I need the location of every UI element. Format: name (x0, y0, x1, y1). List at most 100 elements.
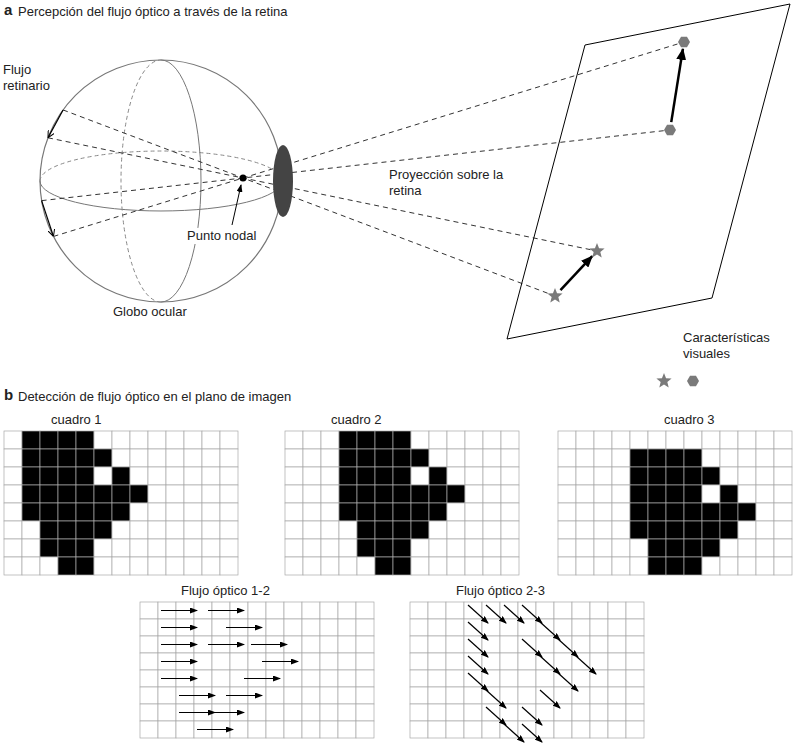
pixel-cell (176, 721, 194, 738)
pixel-cell (501, 431, 519, 449)
pixel-cell (756, 539, 774, 557)
pixel-cell (684, 431, 702, 449)
pixel-cell (338, 602, 356, 619)
flow-vector (558, 639, 578, 657)
pixel-cell (429, 449, 447, 467)
pixel-cell (630, 467, 648, 485)
pixel-cell (94, 557, 112, 575)
pixel-cell (501, 539, 519, 557)
pixel-cell (410, 602, 428, 619)
pixel-cell (429, 557, 447, 575)
pixel-cell (464, 653, 482, 670)
pixel-cell (285, 431, 303, 449)
pixel-cell (626, 704, 644, 721)
pixel-cell (465, 449, 483, 467)
pixel-cell (321, 485, 339, 503)
flow-vector (208, 644, 244, 645)
pixel-cell (22, 431, 40, 449)
pixel-cell (339, 539, 357, 557)
pixel-cell (303, 485, 321, 503)
pixel-cell (94, 503, 112, 521)
pixel-cell (184, 449, 202, 467)
pixel-cell (608, 721, 626, 738)
pixel-cell (500, 687, 518, 704)
pixel-cell (594, 557, 612, 575)
image-plane (507, 4, 790, 339)
pixel-cell (501, 557, 519, 575)
flow-vector (576, 656, 596, 674)
pixel-cell (220, 503, 238, 521)
pixel-cell (321, 503, 339, 521)
pixel-cell (554, 619, 572, 636)
pixel-cell (756, 485, 774, 503)
pixel-cell (339, 521, 357, 539)
pixel-cell (248, 721, 266, 738)
pixel-cell (446, 721, 464, 738)
pixel-cell (536, 653, 554, 670)
flow-vector (468, 673, 488, 691)
pixel-cell (339, 557, 357, 575)
pixel-cell (357, 485, 375, 503)
pixel-cell (738, 521, 756, 539)
pixel-cell (266, 619, 284, 636)
pixel-cell (212, 670, 230, 687)
flow-vector (522, 707, 542, 725)
pixel-cell (554, 704, 572, 721)
pixel-cell (774, 485, 792, 503)
pixel-cell (166, 449, 184, 467)
pixel-cell (140, 704, 158, 721)
frame-grid (285, 431, 519, 575)
pixel-cell (447, 449, 465, 467)
pixel-cell (429, 431, 447, 449)
pupil-lens (273, 145, 293, 217)
pixel-cell (220, 449, 238, 467)
pixel-cell (285, 539, 303, 557)
pixel-cell (4, 557, 22, 575)
pixel-cell (572, 653, 590, 670)
pixel-cell (320, 653, 338, 670)
frame-panel: cuadro 1 (4, 410, 238, 575)
pixel-cell (738, 503, 756, 521)
pixel-cell (284, 721, 302, 738)
pixel-cell (303, 503, 321, 521)
pixel-cell (558, 539, 576, 557)
pixel-cell (266, 602, 284, 619)
pixel-cell (220, 539, 238, 557)
pixel-cell (339, 449, 357, 467)
frame-caption: cuadro 2 (330, 412, 383, 428)
pixel-cell (684, 467, 702, 485)
pixel-cell (630, 521, 648, 539)
pixel-cell (320, 619, 338, 636)
projection-ray (42, 130, 670, 201)
pixel-cell (626, 653, 644, 670)
flow-vector (226, 695, 262, 696)
pixel-cell (302, 636, 320, 653)
pixel-cell (590, 721, 608, 738)
hexagon-feature (678, 37, 690, 47)
pixel-cell (303, 557, 321, 575)
pixel-cell (357, 503, 375, 521)
pixel-cell (518, 636, 536, 653)
pixel-cell (648, 521, 666, 539)
pixel-cell (22, 449, 40, 467)
pixel-cell (554, 602, 572, 619)
pixel-cell (428, 670, 446, 687)
pixel-cell (501, 503, 519, 521)
pixel-cell (558, 521, 576, 539)
panel-title: Detección de flujo óptico en el plano de… (17, 389, 292, 405)
pixel-cell (410, 619, 428, 636)
pixel-cell (40, 485, 58, 503)
pixel-cell (284, 670, 302, 687)
flow-arrows (161, 611, 298, 730)
pixel-cell (666, 449, 684, 467)
pixel-cell (612, 467, 630, 485)
pixel-cell (572, 721, 590, 738)
pixel-cell (393, 449, 411, 467)
flow-vector (226, 627, 262, 628)
pixel-cell (339, 467, 357, 485)
pixel-cell (112, 485, 130, 503)
pixel-cell (774, 521, 792, 539)
pixel-cell (558, 431, 576, 449)
pixel-cell (220, 431, 238, 449)
